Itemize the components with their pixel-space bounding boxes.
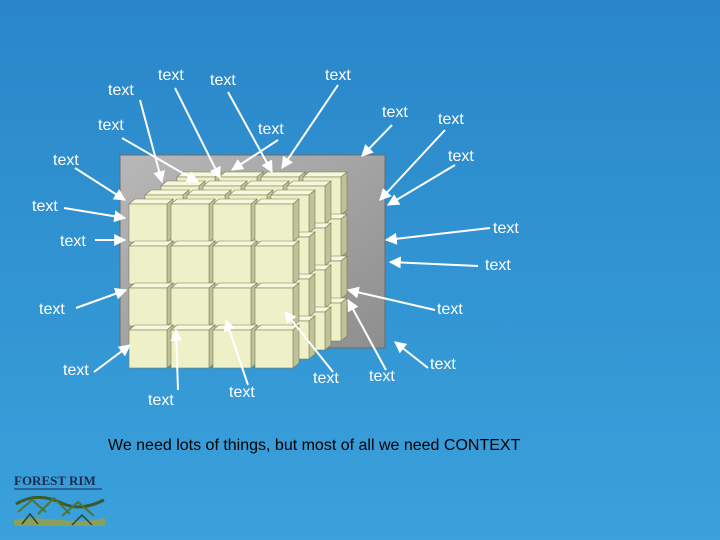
cube [212, 240, 258, 285]
arrow-15 [75, 288, 128, 309]
cube [254, 282, 300, 327]
cube [170, 240, 216, 285]
arrow-1 [139, 99, 165, 184]
arrow-14 [388, 256, 479, 269]
label-20: text [313, 370, 339, 387]
arrow-3 [227, 91, 273, 174]
label-15: text [39, 301, 65, 318]
label-11: text [32, 198, 58, 215]
cube [212, 198, 258, 243]
caption: We need lots of things, but most of all … [108, 437, 521, 454]
cube [254, 198, 300, 243]
label-3: text [210, 72, 236, 89]
arrow-17 [93, 344, 131, 373]
cube [128, 282, 174, 327]
label-2: text [158, 67, 184, 84]
arrow-21 [347, 298, 387, 371]
cube [128, 198, 174, 243]
label-22: text [430, 356, 456, 373]
arrow-16 [346, 286, 436, 311]
arrow-12 [384, 227, 491, 245]
label-1: text [108, 82, 134, 99]
label-18: text [148, 392, 174, 409]
label-19: text [229, 384, 255, 401]
label-10: text [448, 148, 474, 165]
label-16: text [437, 301, 463, 318]
arrow-22 [394, 341, 429, 369]
label-13: text [60, 233, 86, 250]
label-12: text [493, 220, 519, 237]
arrow-11 [63, 207, 127, 223]
cube [212, 282, 258, 327]
cube [128, 324, 174, 369]
cube [128, 240, 174, 285]
arrow-5 [121, 137, 200, 183]
svg-text:FOREST RIM: FOREST RIM [14, 473, 96, 488]
label-8: text [438, 111, 464, 128]
label-5: text [98, 117, 124, 134]
label-7: text [382, 104, 408, 121]
arrow-2 [174, 87, 221, 180]
arrow-18 [170, 328, 183, 391]
arrows [63, 84, 491, 391]
cube [254, 240, 300, 285]
arrow-20 [284, 311, 334, 373]
label-21: text [369, 368, 395, 385]
label-14: text [485, 257, 511, 274]
arrow-7 [361, 124, 393, 157]
label-17: text [63, 362, 89, 379]
cube [254, 324, 300, 369]
arrow-4 [281, 84, 339, 169]
label-9: text [53, 152, 79, 169]
arrow-6 [230, 139, 279, 171]
cube-grid [128, 171, 348, 369]
forest-rim-logo: FOREST RIM [14, 473, 105, 526]
arrow-10 [386, 164, 456, 206]
label-6: text [258, 121, 284, 138]
arrow-9 [74, 167, 127, 201]
cube [170, 282, 216, 327]
arrow-19 [223, 318, 249, 386]
cube [170, 198, 216, 243]
arrow-8 [379, 129, 446, 201]
label-4: text [325, 67, 351, 84]
